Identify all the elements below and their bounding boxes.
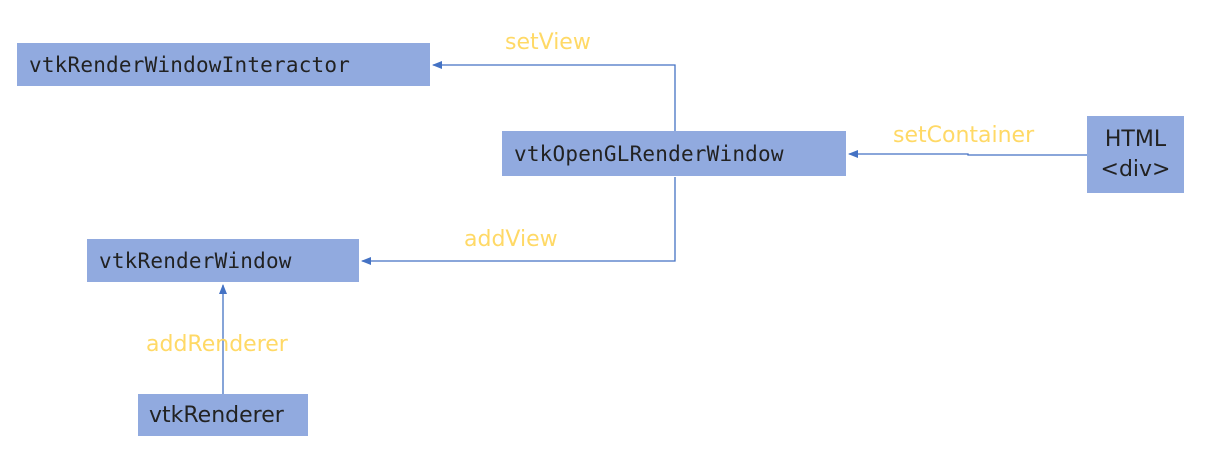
html-div-line1: HTML <box>1104 126 1167 152</box>
add-view-label: addView <box>464 227 558 252</box>
opengl-render-window-label: vtkOpenGLRenderWindow <box>514 141 784 166</box>
html-div-line2: <div> <box>1100 156 1171 182</box>
opengl-render-window-node: vtkOpenGLRenderWindow <box>502 131 846 176</box>
render-window-node: vtkRenderWindow <box>87 239 359 282</box>
set-view-connector <box>432 61 676 131</box>
set-container-label: setContainer <box>893 123 1035 148</box>
set-container-connector <box>848 150 1087 158</box>
add-view-connector <box>361 177 676 265</box>
renderer-node: vtkRenderer <box>138 394 308 436</box>
interactor-label: vtkRenderWindowInteractor <box>29 52 351 77</box>
html-div-node: HTML <div> <box>1087 116 1184 193</box>
interactor-node: vtkRenderWindowInteractor <box>17 43 430 86</box>
render-window-label: vtkRenderWindow <box>99 248 292 273</box>
renderer-label: vtkRenderer <box>149 402 284 428</box>
set-view-label: setView <box>505 30 591 55</box>
add-renderer-label: addRenderer <box>146 332 288 357</box>
